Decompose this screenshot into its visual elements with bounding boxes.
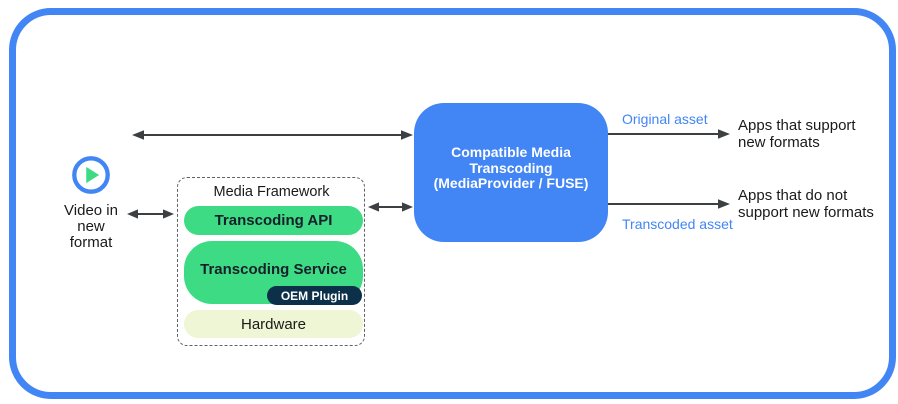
hardware-label: Hardware xyxy=(240,315,307,333)
arrow-source-to-transcoder xyxy=(132,130,413,140)
transcoded-asset-label: Transcoded asset xyxy=(622,216,733,232)
arrow-transcoded-asset xyxy=(608,199,730,209)
play-icon xyxy=(72,156,110,194)
oem-plugin-label: OEM Plugin xyxy=(280,288,349,303)
apps-support-label: Apps that support new formats xyxy=(738,117,856,151)
layer-hardware: Hardware xyxy=(184,310,363,338)
arrow-framework-to-transcoder xyxy=(368,202,413,212)
arrow-original-asset xyxy=(608,129,730,139)
transcoder-box: Compatible Media Transcoding (MediaProvi… xyxy=(414,103,608,242)
video-source-label: Video in new format xyxy=(64,202,118,251)
outer-frame xyxy=(9,8,896,399)
transcoding-service-label: Transcoding Service xyxy=(200,261,347,278)
oem-plugin-badge: OEM Plugin xyxy=(267,286,362,305)
media-framework-title: Media Framework xyxy=(213,184,330,200)
original-asset-label: Original asset xyxy=(622,111,708,127)
transcoder-label: Compatible Media Transcoding (MediaProvi… xyxy=(433,144,589,192)
apps-no-support-label: Apps that do not support new formats xyxy=(738,187,874,221)
transcoding-api-label: Transcoding API xyxy=(214,212,333,229)
media-framework-box xyxy=(177,177,365,346)
arrow-source-to-framework xyxy=(127,209,174,219)
layer-transcoding-api: Transcoding API xyxy=(184,206,363,235)
